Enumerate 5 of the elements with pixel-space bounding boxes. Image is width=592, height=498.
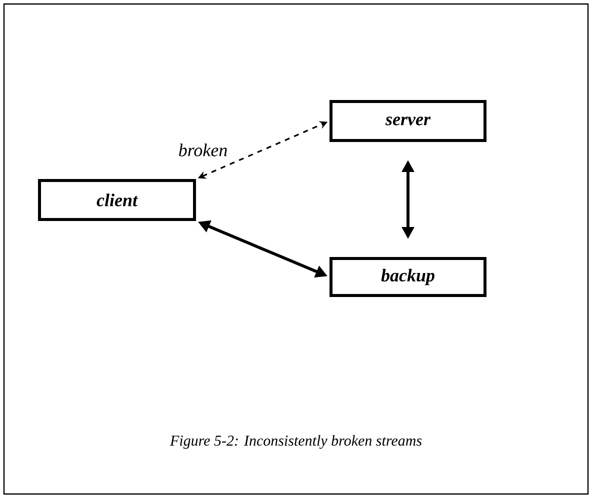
process-box: client [38, 179, 196, 221]
process-box: backup [330, 257, 486, 297]
edge-label: broken [177, 142, 229, 158]
caption: Figure 5-2: Inconsistently broken streams [170, 435, 422, 449]
process-box: server [330, 100, 486, 142]
